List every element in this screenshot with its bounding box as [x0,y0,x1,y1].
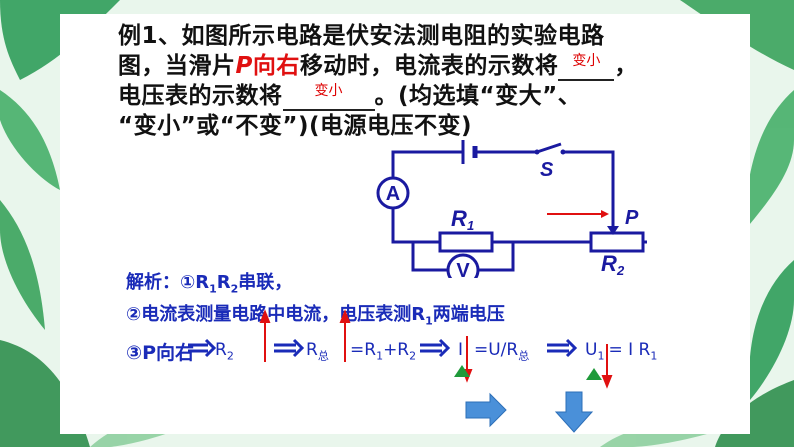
analysis-rsum-eq: =R [350,340,377,360]
implies-arrow-2 [274,338,305,358]
problem-line-1-text: 例1、如图所示电路是伏安法测电阻的实验电路 [118,23,605,49]
analysis-r2-sub: 2 [226,349,234,363]
u1-decrease-arrowhead [601,375,613,389]
slider-p-label: P [235,53,253,79]
r2-increase-arrowhead [259,309,271,323]
u1-marker-triangle [586,368,602,380]
problem-line-4: “变小”或“不变”)(电源电压不变) [118,112,698,142]
problem-line-2-mid: 移动时，电流表的示数将 [299,53,559,79]
answer-blank-2[interactable]: 变小 [282,83,375,111]
problem-line-3: 电压表的示数将 变小 。(均选填“变大”、 [118,82,698,112]
r2-label: R [601,251,617,276]
analysis-rtotal: R总 [306,340,329,363]
analysis-rtotal-label: R [306,340,318,360]
implies-arrow-1 [188,338,217,358]
slider-motion-arrowhead [601,210,609,218]
slider-arrowhead [607,226,619,235]
analysis-row-3: ③P向右 [126,338,194,365]
wire-top-left [391,150,463,178]
analysis-row-2-start: ②电流表测量电路中电流，电压表测R [126,304,426,325]
voltmeter [446,253,480,278]
switch-blade [536,142,562,154]
r2-subscript: 2 [616,263,625,278]
ammeter-label: A [386,183,400,205]
answer-1: 变小 [572,53,601,69]
answer-blank-1[interactable]: 变小 [558,53,615,81]
circuit-diagram: A V S R 1 R 2 P [376,140,647,278]
analysis-step-p-right: ③P向右 [126,342,195,364]
analysis-row-2: ②电流表测量电路中电流，电压表测R1两端电压 [126,300,505,328]
direction-label: 向右 [252,53,300,79]
problem-line-1: 例1、如图所示电路是伏安法测电阻的实验电路 [118,22,698,52]
analysis-current-label: I [458,340,464,360]
analysis-r2: R2 [215,340,234,362]
answer-2: 变小 [314,83,343,99]
problem-line-2-end: ， [614,53,638,79]
analysis-ohm-label: =U/R [474,340,519,360]
analysis-row-1-label: 解析：①R [126,272,210,293]
voltmeter-label: V [456,260,470,278]
analysis-row-1-sub1: 1 [209,282,217,296]
analysis-ohm-sub: 总 [518,349,530,363]
analysis-r2-label: R [215,340,227,360]
analysis-ohm: =U/R总 [474,340,529,363]
ammeter [376,176,410,210]
analysis-rsum: =R1+R2 [350,340,416,362]
analysis-u1-sub: 1 [597,349,605,363]
wire-top-right [563,150,615,218]
analysis-row-2-sub: 1 [425,314,433,328]
implies-arrow-4 [547,338,578,358]
wire-volt-left [411,242,447,272]
analysis-rsum-sub1: 1 [376,349,384,363]
r1-subscript: 1 [467,218,474,233]
analysis-u1-eq-sub: 1 [650,349,658,363]
switch-label: S [540,159,554,181]
wire-volt-right [479,242,515,272]
analysis-current: I [458,340,463,360]
analysis-rsum-sub2: 2 [409,349,417,363]
problem-line-3-end: 。(均选填“变大”、 [374,83,582,109]
problem-line-3-start: 电压表的示数将 [118,83,283,109]
r1-label: R [451,206,467,231]
problem-text: 例1、如图所示电路是伏安法测电阻的实验电路 图，当滑片P向右移动时，电流表的示数… [118,22,698,142]
analysis-row-1-mid: R [216,272,231,293]
analysis-row-1: 解析：①R1R2串联， [126,268,292,296]
problem-line-4-text: “变小”或“不变”)(电源电压不变) [118,113,472,139]
analysis-row-1-end: 串联， [238,272,293,293]
analysis-u1-eq: = I R [608,340,651,360]
wire-left [391,208,440,244]
analysis-u1-label: U [585,340,598,360]
rtotal-increase-arrowhead [339,309,351,323]
right-block-arrow [465,392,507,428]
analysis-u1: U1= I R1 [585,340,657,362]
analysis-rtotal-sub: 总 [317,349,329,363]
analysis-rsum-plus: +R [383,340,410,360]
analysis-row-1-sub2: 2 [230,282,239,296]
problem-line-2-start: 图，当滑片 [118,53,236,79]
implies-arrow-3 [420,338,451,358]
slide-card [60,14,750,434]
analysis-row-2-end: 两端电压 [432,304,505,325]
problem-line-2: 图，当滑片P向右移动时，电流表的示数将变小 ， [118,52,698,82]
down-block-arrow [554,391,594,433]
current-marker-triangle [454,365,470,377]
slider-label: P [625,207,639,229]
